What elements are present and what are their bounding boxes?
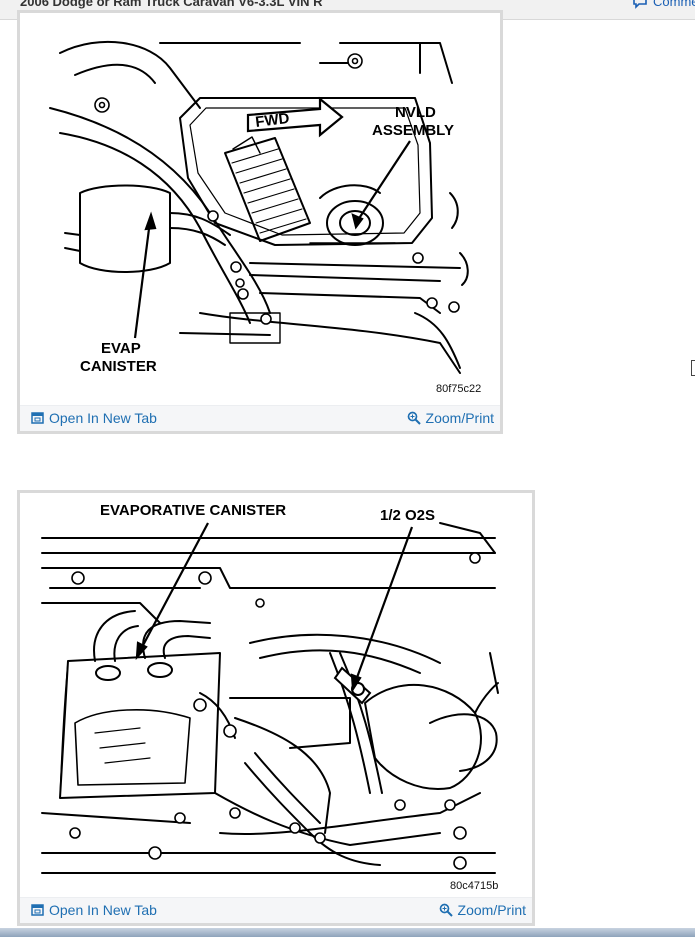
magnifier-icon (407, 411, 421, 425)
open-in-new-tab-link[interactable]: Open In New Tab (31, 410, 157, 426)
evap-label-line1: EVAP (101, 340, 141, 357)
open-in-new-tab-label: Open In New Tab (49, 902, 157, 918)
zoom-print-label: Zoom/Print (425, 410, 494, 426)
open-in-new-tab-icon (31, 904, 44, 916)
open-in-new-tab-label: Open In New Tab (49, 410, 157, 426)
evaporative-canister-label: EVAPORATIVE CANISTER (100, 502, 286, 519)
evap-label-line2: CANISTER (80, 358, 157, 375)
magnifier-icon (439, 903, 453, 917)
evaporative-canister-diagram: EVAPORATIVE CANISTER 1/2 O2S (41, 502, 499, 874)
zoom-print-link[interactable]: Zoom/Print (407, 410, 494, 426)
o2s-label: 1/2 O2S (380, 507, 435, 524)
forward-arrow-icon (246, 96, 344, 138)
vehicle-title: 2006 Dodge or Ram Truck Caravan V6-3.3L … (20, 0, 323, 9)
card-footer: Open In New Tab Zoom/Print (20, 405, 500, 431)
nvld-assembly-diagram: FWD NVLD ASSEMBLY EVAP CANISTER (49, 40, 469, 375)
open-in-new-tab-icon (31, 412, 44, 424)
zoom-print-label: Zoom/Print (457, 902, 526, 918)
chat-bubble-icon (632, 0, 648, 9)
diagram-card-canister: EVAPORATIVE CANISTER 1/2 O2S 80c4715b Op… (17, 490, 535, 926)
figure-id: 80f75c22 (436, 383, 482, 395)
figure-id: 80c4715b (450, 880, 499, 892)
scroll-edge-marker (691, 360, 695, 376)
comments-link[interactable]: Comments (632, 0, 695, 9)
fwd-label: FWD (254, 110, 290, 131)
nvld-label-line2: ASSEMBLY (372, 122, 454, 139)
comments-label: Comments (653, 0, 695, 9)
open-in-new-tab-link[interactable]: Open In New Tab (31, 902, 157, 918)
card-footer: Open In New Tab Zoom/Print (20, 897, 532, 923)
bottom-toolbar-strip (0, 928, 695, 937)
zoom-print-link[interactable]: Zoom/Print (439, 902, 526, 918)
nvld-label-line1: NVLD (395, 104, 436, 121)
diagram-card-nvld: FWD NVLD ASSEMBLY EVAP CANISTER 80f75c22… (17, 10, 503, 434)
